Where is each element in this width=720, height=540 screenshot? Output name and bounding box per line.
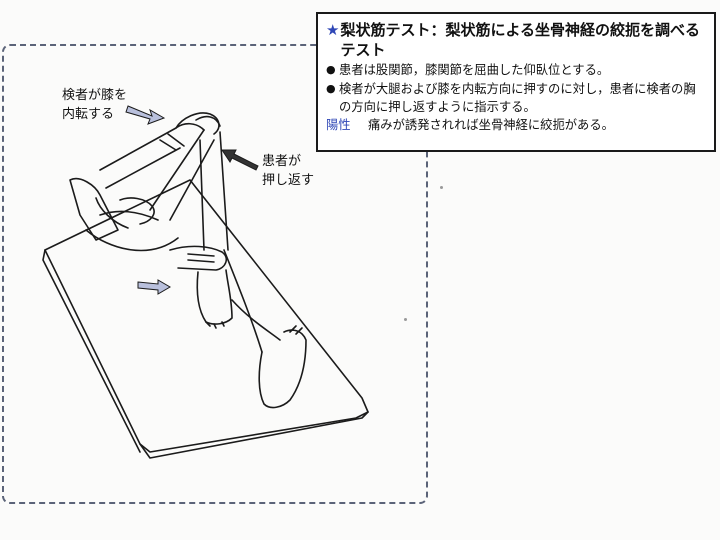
bullet-text: 検者が大腿および膝を内転方向に押すのに対し，患者に検者の胸の方向に押し返すように… [339, 82, 696, 114]
positive-text: 痛みが誘発されれば坐骨神経に絞扼がある。 [368, 118, 614, 132]
patient-thigh [149, 115, 221, 221]
bullet-icon: ● [326, 82, 336, 95]
patient-foot-flexed [196, 269, 233, 329]
patient-shin [199, 131, 229, 251]
arrow-patient-pushback [221, 149, 259, 171]
bullet-icon: ● [326, 63, 336, 76]
bullet-item: ● 患者は股関節，膝関節を屈曲した仰臥位とする。 [326, 61, 706, 79]
annotation-patient: 患者が 押し返す [262, 154, 315, 188]
speck [404, 318, 407, 321]
test-description-box: ★ 梨状筋テスト：梨状筋による坐骨神経の絞扼を調べるテスト ● 患者は股関節，膝… [316, 12, 716, 152]
bullet-item: ● 検者が大腿および膝を内転方向に押すのに対し，患者に検者の胸の方向に押し返すよ… [326, 80, 706, 116]
arrow-leg-direction [137, 279, 171, 295]
test-title-row: ★ 梨状筋テスト：梨状筋による坐骨神経の絞扼を調べるテスト [326, 20, 706, 60]
figure-frame [2, 44, 428, 504]
patient-straight-leg [223, 249, 307, 409]
bullet-text: 患者は股関節，膝関節を屈曲した仰臥位とする。 [339, 63, 610, 77]
test-title: 梨状筋テスト：梨状筋による坐骨神経の絞扼を調べるテスト [340, 21, 701, 59]
positive-finding-row: 陽性 痛みが誘発されれば坐骨神経に絞扼がある。 [326, 116, 706, 134]
annotation-examiner: 検者が膝を 内転する [62, 88, 128, 122]
star-icon: ★ [326, 21, 340, 39]
positive-label: 陽性 [326, 118, 351, 132]
examiner-arm [99, 112, 220, 189]
exam-mat [42, 179, 369, 459]
speck [440, 186, 443, 189]
examiner-hand-ankle [169, 245, 228, 271]
arrow-examiner-push [125, 105, 166, 125]
patient-torso [69, 177, 179, 252]
